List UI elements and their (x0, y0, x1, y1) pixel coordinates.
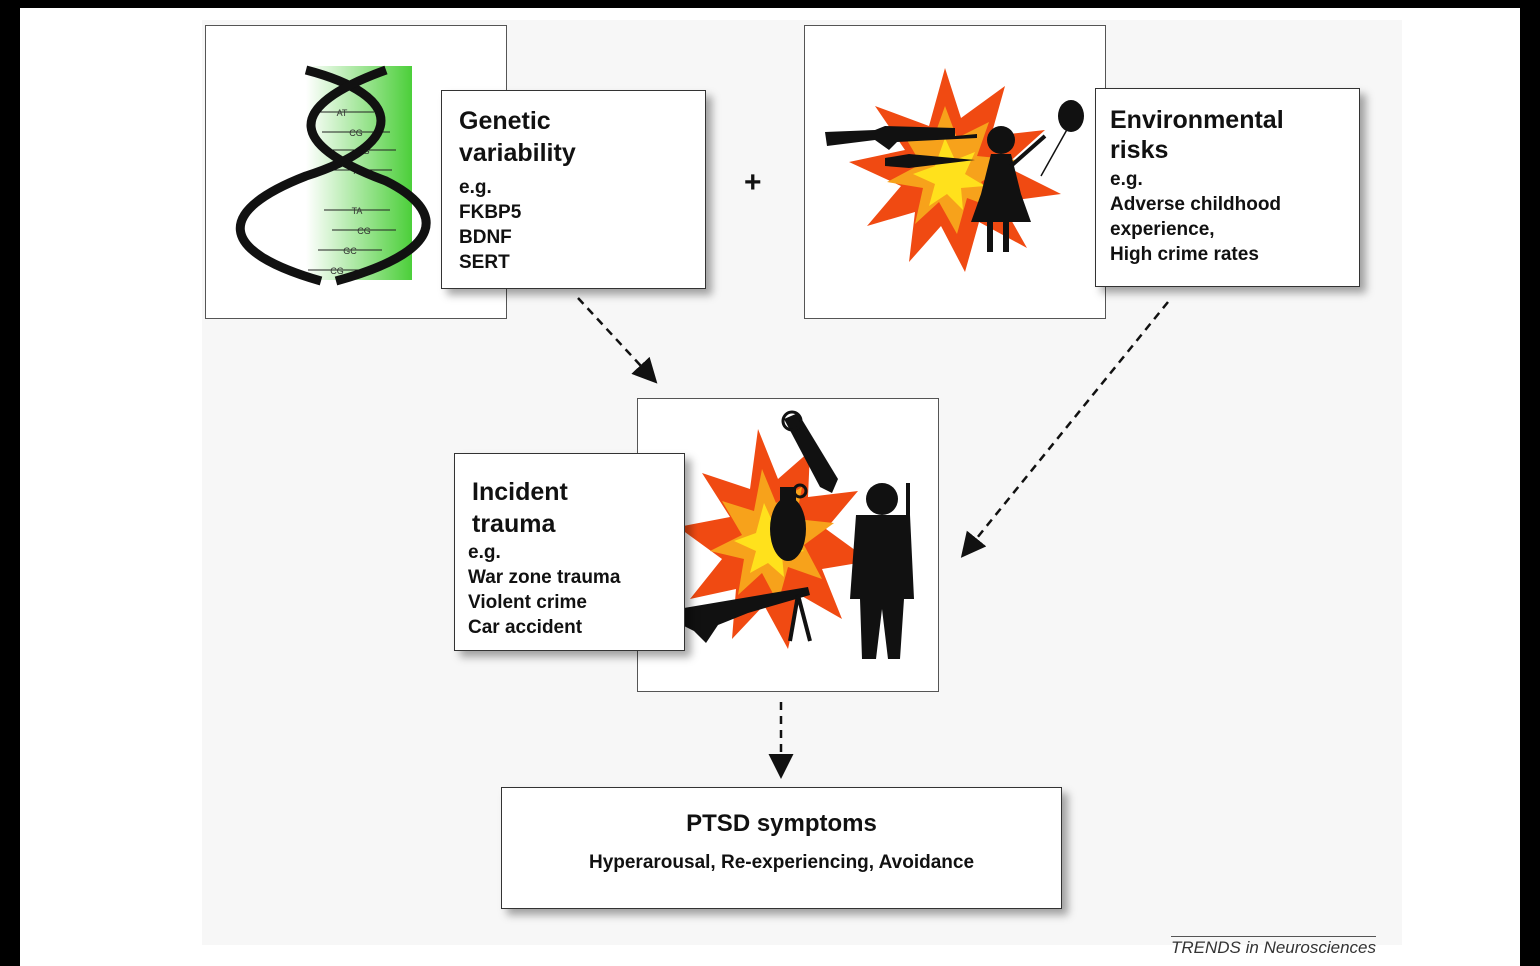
grenade-icon (770, 483, 808, 561)
arrow-environment-to-incident (960, 301, 1169, 558)
genetic-variability-box: Genetic variability e.g. FKBP5 BDNF SERT (441, 90, 706, 289)
environmental-item: Adverse childhood (1110, 194, 1282, 215)
incident-item: War zone trauma (468, 567, 621, 588)
rifle-icon (825, 126, 977, 150)
ptsd-subtitle: Hyperarousal, Re-experiencing, Avoidance (588, 852, 975, 873)
genetic-item: SERT (459, 252, 510, 273)
plus-sign: + (744, 166, 762, 199)
environmental-title: Environmental risks (1110, 106, 1284, 164)
genetic-item: BDNF (459, 227, 512, 248)
mortar-shell-icon (781, 410, 838, 493)
dna-base-pair-label: TA (352, 206, 363, 216)
dna-base-pair-label: CG (330, 266, 344, 276)
balloon-icon (1058, 100, 1084, 132)
dna-strand-1 (235, 65, 386, 286)
child-silhouette-icon (971, 126, 1047, 252)
incident-trauma-box: Incident trauma e.g. War zone trauma Vio… (454, 453, 685, 651)
knife-icon (885, 154, 975, 168)
dna-base-pair-label: GC (343, 246, 357, 256)
dna-base-pair-label: CG (349, 128, 363, 138)
incident-item: Violent crime (468, 592, 587, 613)
dna-base-pair-label: CG (357, 226, 371, 236)
child-and-weapons-illustration (825, 68, 1084, 272)
journal-credit: TRENDS in Neurosciences (1171, 936, 1377, 957)
genetic-item: FKBP5 (459, 202, 522, 223)
machine-gun-icon (678, 587, 812, 643)
environmental-item: High crime rates (1110, 244, 1259, 265)
dna-strand-2 (306, 65, 431, 286)
genetic-title: Genetic variability (459, 107, 576, 167)
arrow-genetic-to-incident (577, 297, 658, 384)
genetic-eg: e.g. (459, 177, 492, 198)
ptsd-title: PTSD symptoms (686, 810, 877, 837)
environment-image-box (804, 25, 1106, 319)
environmental-risks-box: Environmental risks e.g. Adverse childho… (1095, 88, 1360, 287)
incident-eg: e.g. (468, 542, 501, 563)
environmental-item: experience, (1110, 219, 1215, 240)
environmental-eg: e.g. (1110, 169, 1143, 190)
incident-item: Car accident (468, 617, 583, 638)
incident-title: Incident trauma (472, 478, 568, 538)
war-scene-illustration (678, 410, 914, 659)
dna-base-pair-label: AT (337, 108, 348, 118)
soldier-silhouette-icon (850, 483, 914, 659)
ptsd-symptoms-box: PTSD symptoms Hyperarousal, Re-experienc… (501, 787, 1062, 909)
arrows-layer (577, 297, 1169, 779)
balloon-string (1040, 125, 1070, 177)
explosion-center (913, 138, 985, 210)
incident-image-box (637, 398, 939, 692)
